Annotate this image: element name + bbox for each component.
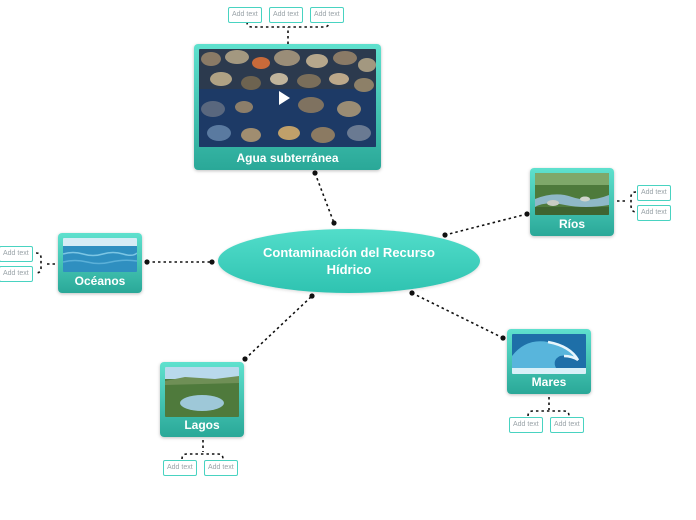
add-text-tag[interactable]: Add text: [204, 460, 238, 476]
bracket-agua: [246, 21, 330, 44]
river-image: [535, 173, 609, 215]
connector-lagos: [244, 295, 313, 360]
connector-mares: [411, 292, 504, 339]
connector-dot: [524, 211, 530, 217]
add-text-tag[interactable]: Add text: [310, 7, 344, 23]
bracket-lagos: [181, 440, 224, 460]
add-text-tag[interactable]: Add text: [550, 417, 584, 433]
node-lagos[interactable]: Lagos: [160, 362, 244, 437]
connector-dot: [500, 335, 506, 341]
node-oceanos[interactable]: Océanos: [58, 233, 142, 293]
connector-agua: [314, 172, 335, 224]
connector-dot: [331, 220, 337, 226]
connector-dot: [209, 259, 215, 265]
connector-dot: [309, 293, 315, 299]
lake-image: [165, 367, 239, 417]
connector-dot: [242, 356, 248, 362]
node-label: Lagos: [184, 418, 220, 432]
node-label: Océanos: [74, 274, 126, 288]
play-icon[interactable]: [279, 91, 290, 105]
bracket-rios: [617, 191, 637, 213]
add-text-tag[interactable]: Add text: [637, 185, 671, 201]
node-agua-subterranea[interactable]: Agua subterránea: [194, 44, 381, 170]
add-text-tag[interactable]: Add text: [637, 205, 671, 221]
video-thumbnail-rocks[interactable]: [199, 49, 376, 147]
central-topic[interactable]: Contaminación del Recurso Hídrico: [218, 229, 480, 293]
add-text-tag[interactable]: Add text: [228, 7, 262, 23]
central-topic-title: Contaminación del Recurso Hídrico: [263, 245, 435, 277]
node-rios[interactable]: Ríos: [530, 168, 614, 236]
add-text-tag[interactable]: Add text: [163, 460, 197, 476]
add-text-tag[interactable]: Add text: [509, 417, 543, 433]
add-text-tag[interactable]: Add text: [269, 7, 303, 23]
connector-dot: [312, 170, 318, 176]
sea-wave-image: [512, 334, 586, 374]
node-label: Ríos: [558, 217, 585, 231]
bracket-mares: [527, 397, 570, 417]
connector-dot: [409, 290, 415, 296]
node-label: Agua subterránea: [236, 151, 339, 165]
add-text-tag[interactable]: Add text: [0, 266, 33, 282]
node-mares[interactable]: Mares: [507, 329, 591, 394]
connector-dot: [442, 232, 448, 238]
bracket-oceanos: [35, 252, 55, 274]
ocean-image: [63, 238, 137, 272]
connector-dot: [144, 259, 150, 265]
node-label: Mares: [531, 375, 567, 389]
connector-rios: [444, 213, 528, 236]
add-text-tag[interactable]: Add text: [0, 246, 33, 262]
